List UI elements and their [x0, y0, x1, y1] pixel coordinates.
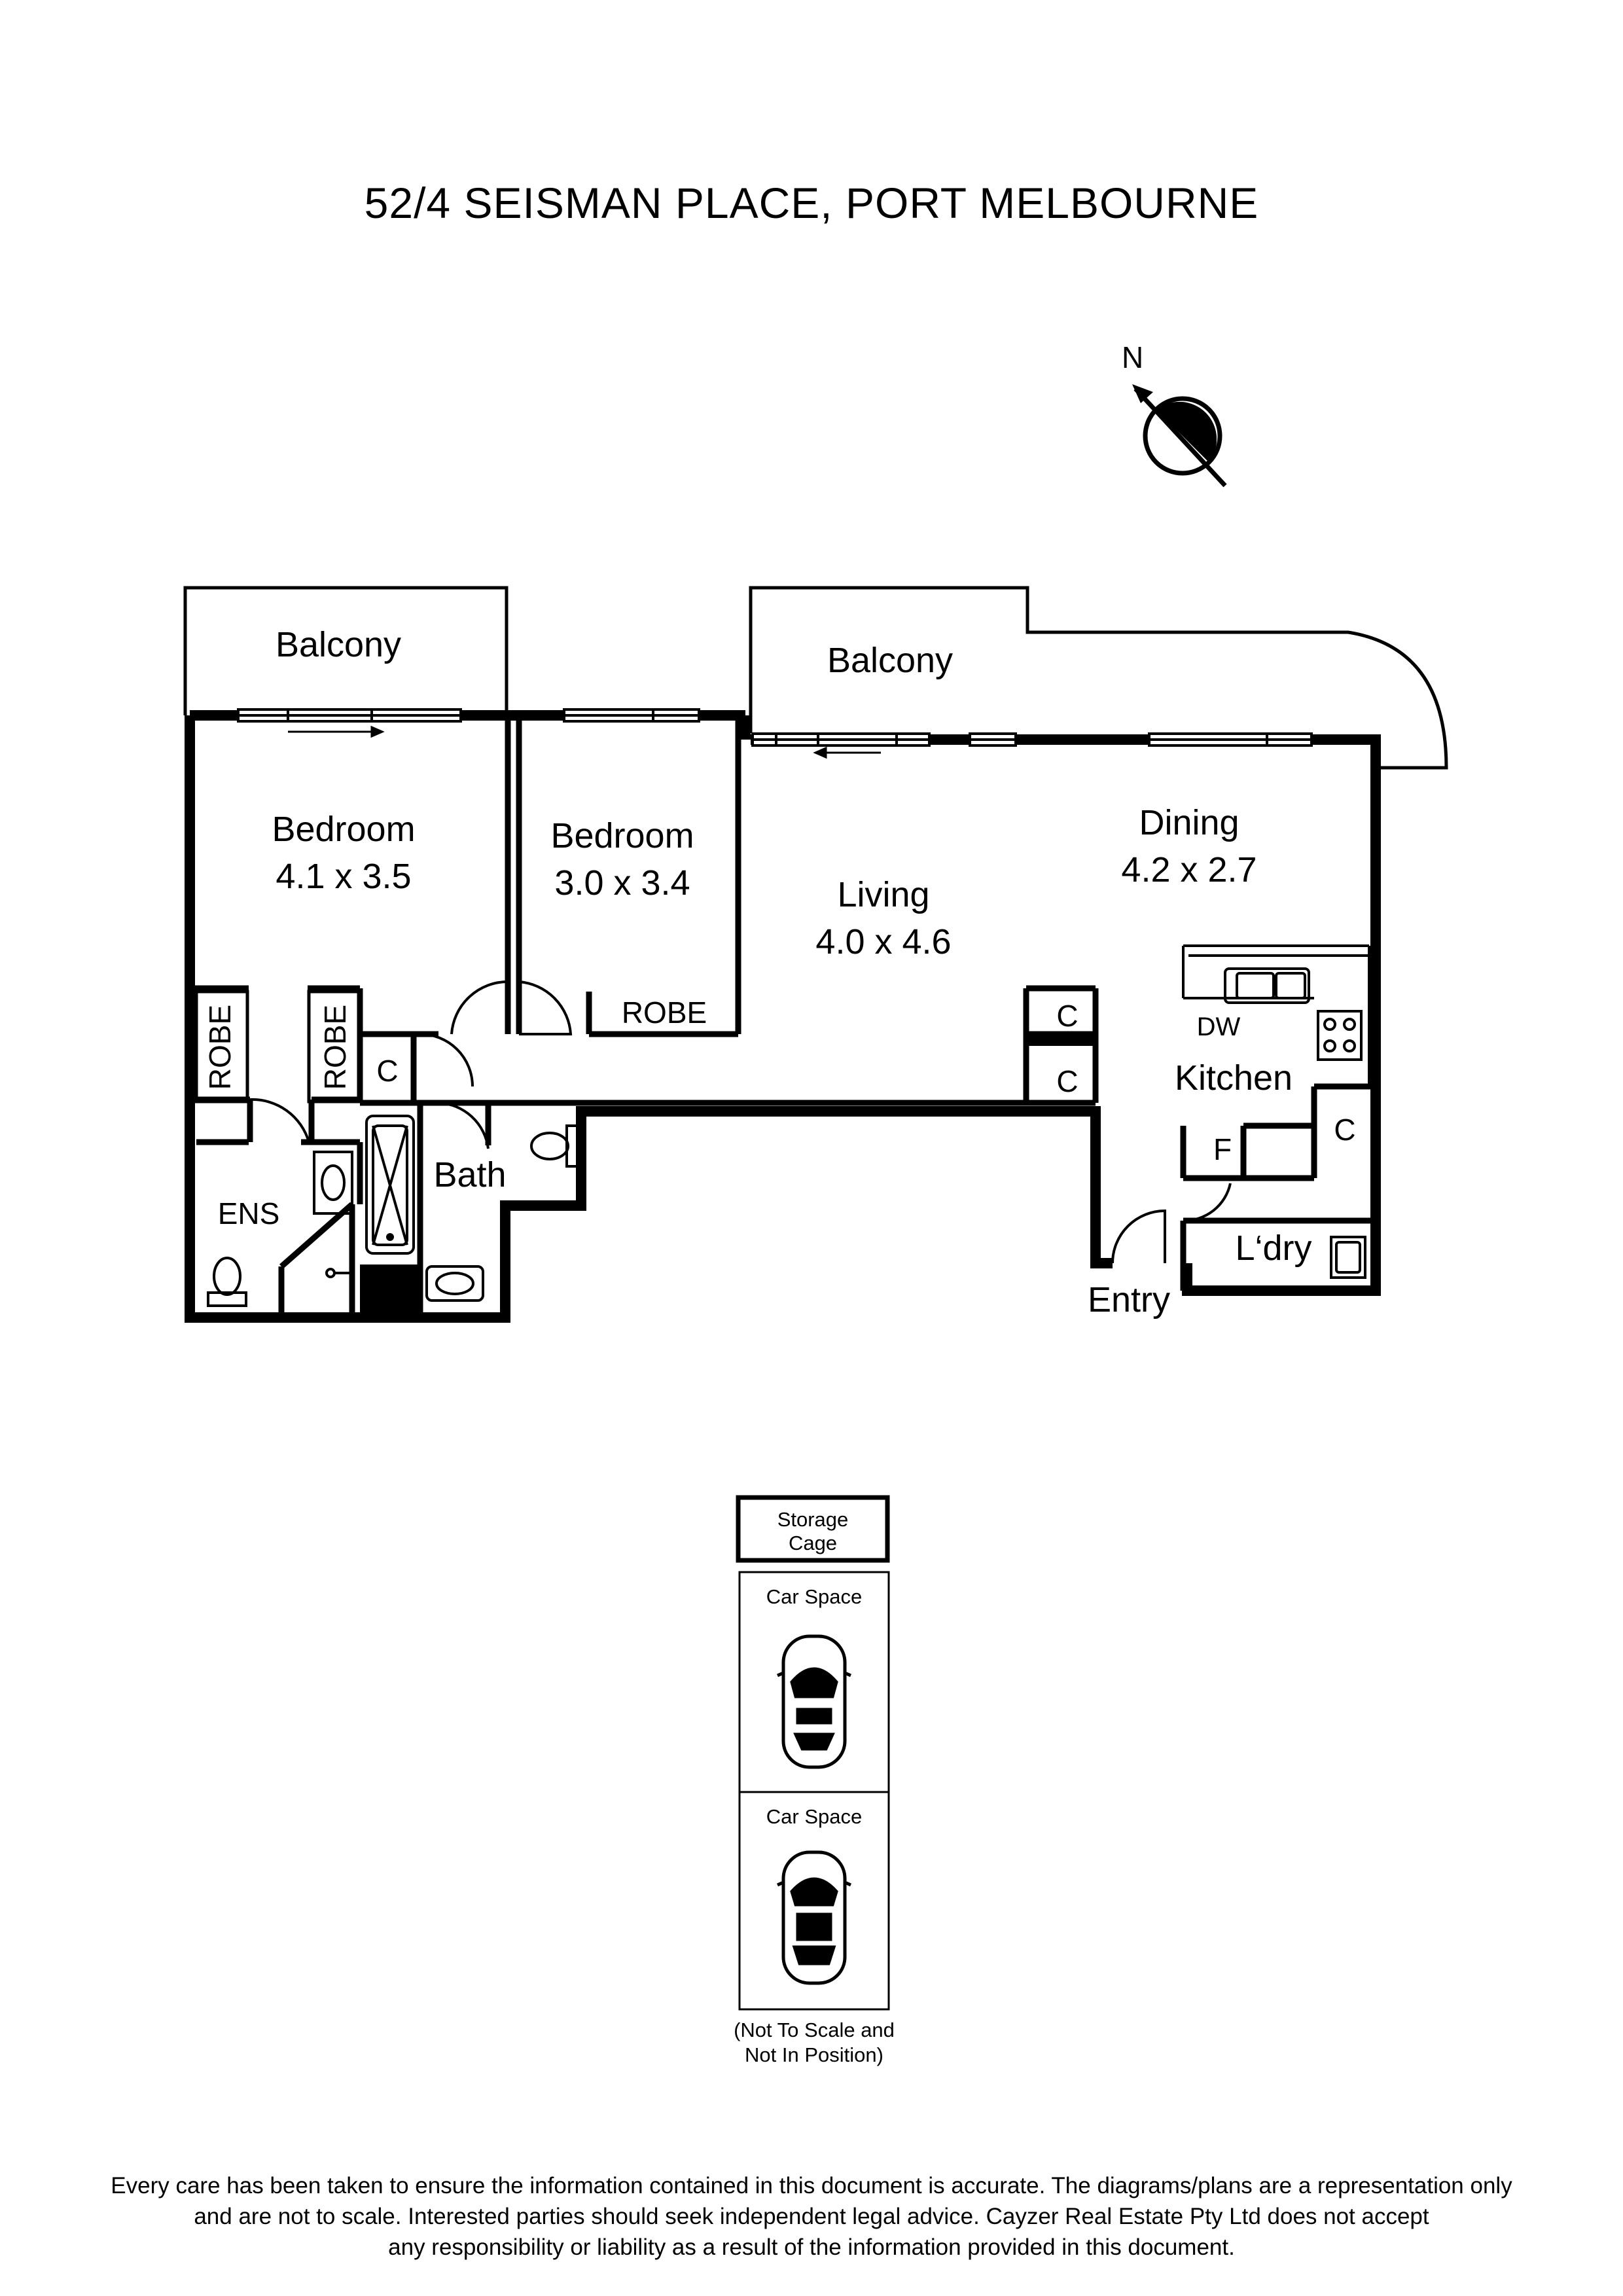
sliding-arrows	[288, 725, 881, 759]
not-to-scale-line1: (Not To Scale and	[734, 2018, 895, 2041]
car-space-2-label: Car Space	[766, 1805, 862, 1828]
compass: N	[1122, 340, 1227, 488]
bedroom2-size: 3.0 x 3.4	[554, 863, 690, 903]
not-to-scale-line2: Not In Position)	[745, 2043, 883, 2066]
storage-cage-line2: Cage	[789, 1532, 837, 1554]
cupboard-hall-label: C	[376, 1054, 398, 1088]
bath-label: Bath	[433, 1155, 506, 1194]
cupboard-living1-label: C	[1056, 999, 1078, 1033]
balcony-right-label: Balcony	[827, 641, 953, 680]
car-space-1-label: Car Space	[766, 1585, 862, 1608]
windows	[237, 708, 1313, 747]
disclaimer-line-2: and are not to scale. Interested parties…	[194, 2204, 1429, 2229]
robes	[194, 990, 362, 1103]
dishwasher-label: DW	[1197, 1013, 1241, 1041]
duct-block	[360, 1265, 420, 1317]
kitchen-label: Kitchen	[1175, 1058, 1293, 1098]
door-swings	[249, 980, 1232, 1264]
ensuite-label: ENS	[218, 1196, 280, 1230]
fridge-label: F	[1213, 1132, 1232, 1166]
robe-bed2-label: ROBE	[622, 996, 707, 1030]
balcony-outlines	[183, 586, 1448, 770]
fixtures	[207, 944, 1370, 1307]
living-name: Living	[837, 875, 929, 914]
robe-left2-label: ROBE	[318, 1005, 352, 1090]
small-labels: ENS ROBE C C C C F	[218, 996, 1356, 1230]
bedroom1-size: 4.1 x 3.5	[276, 857, 411, 896]
dining-size: 4.2 x 2.7	[1121, 850, 1257, 889]
dining-name: Dining	[1139, 803, 1239, 842]
robe-left1-label: ROBE	[203, 1005, 237, 1090]
bedroom1-name: Bedroom	[272, 810, 415, 849]
disclaimer-line-1: Every care has been taken to ensure the …	[111, 2173, 1512, 2198]
entry-label: Entry	[1088, 1280, 1170, 1319]
cupboard-divider	[1026, 1031, 1096, 1046]
laundry-label: L‘dry	[1235, 1229, 1311, 1268]
disclaimer: Every care has been taken to ensure the …	[39, 2170, 1584, 2263]
cupboard-living2-label: C	[1056, 1064, 1078, 1098]
car-icon-1	[776, 1634, 852, 1769]
living-size: 4.0 x 4.6	[815, 922, 951, 961]
balcony-left-label: Balcony	[276, 625, 401, 664]
compass-north-label: N	[1122, 340, 1143, 374]
bedroom2-name: Bedroom	[550, 816, 694, 855]
disclaimer-line-3: any responsibility or liability as a res…	[388, 2234, 1235, 2260]
room-labels: Balcony Balcony Bedroom 4.1 x 3.5 Bedroo…	[272, 625, 1311, 1319]
plan-title: 52/4 SEISMAN PLACE, PORT MELBOURNE	[364, 179, 1259, 227]
storage-area: Storage Cage Car Space Car Space (Not To…	[734, 1495, 895, 2066]
storage-cage-line1: Storage	[777, 1508, 849, 1531]
car-icon-2	[776, 1850, 852, 1985]
cupboard-kitchen-label: C	[1334, 1113, 1355, 1147]
